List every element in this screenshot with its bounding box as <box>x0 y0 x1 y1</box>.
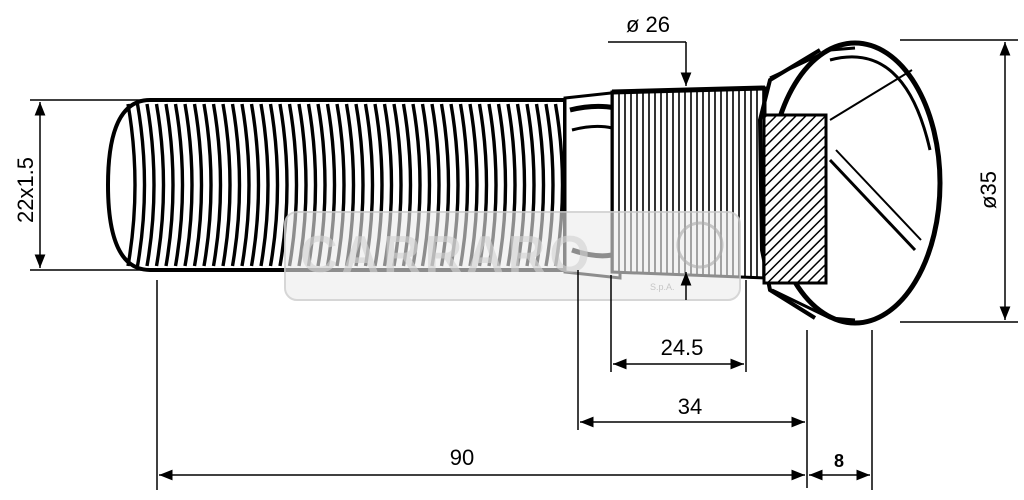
thread-line <box>249 103 261 267</box>
thread-line <box>164 103 175 267</box>
label-knurl-length: 24.5 <box>661 335 704 360</box>
thread-line <box>126 103 137 267</box>
label-head-diameter: ø35 <box>976 171 1001 209</box>
thread-line <box>221 103 232 267</box>
dimension-thread: 22x1.5 <box>13 99 145 271</box>
thread-line <box>278 103 289 267</box>
watermark-text: CARRARO <box>300 226 594 284</box>
label-neck-diameter: ø 26 <box>626 12 670 37</box>
thread-line <box>240 103 251 267</box>
thread-line <box>259 103 270 267</box>
watermark-sub: S.p.A. <box>650 282 675 292</box>
label-thread-diameter: 22x1.5 <box>13 157 38 223</box>
threaded-shank <box>105 98 567 272</box>
dimension-shank: 34 <box>577 270 808 488</box>
dimension-head-thickness: 8 <box>809 330 873 490</box>
label-overall-length: 90 <box>450 445 474 470</box>
thread-line <box>135 103 147 267</box>
thread-line <box>192 103 204 267</box>
bolt-head <box>757 40 943 326</box>
label-shank-length: 34 <box>678 394 702 419</box>
thread-line <box>202 103 213 267</box>
thread-line <box>154 103 166 267</box>
thread-line <box>211 103 223 267</box>
thread-line <box>183 103 194 267</box>
thread-line <box>268 103 280 267</box>
watermark: CARRARO S.p.A. <box>284 211 741 301</box>
thread-line <box>230 103 242 267</box>
thread-line <box>145 103 156 267</box>
dimension-knurl: 24.5 <box>610 275 747 372</box>
dimension-head: ø35 <box>900 39 1018 323</box>
thread-line <box>173 103 185 267</box>
label-head-thickness: 8 <box>834 451 844 471</box>
dimension-overall: 90 <box>156 280 805 490</box>
dimension-neck: ø 26 <box>608 12 692 300</box>
